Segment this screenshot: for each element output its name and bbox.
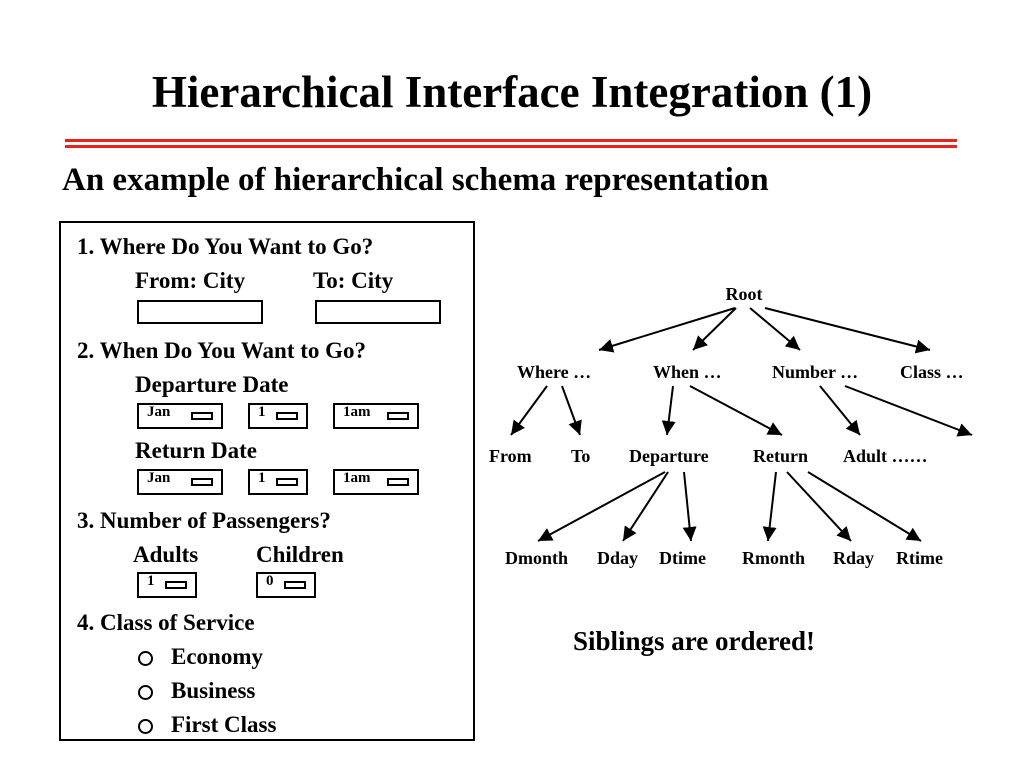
departure-month-value: Jan [147, 404, 171, 420]
first-class-label: First Class [171, 712, 277, 737]
departure-date-label: Departure Date [135, 372, 289, 397]
tree-edges [510, 307, 973, 542]
edge-where-from [510, 385, 548, 436]
return-time-select[interactable]: 1am [333, 469, 419, 495]
edge-departure-dmonth [537, 471, 666, 542]
slide-subtitle: An example of hierarchical schema repres… [62, 162, 769, 198]
edge-return-rtime [807, 471, 922, 542]
edge-root-class [764, 307, 931, 354]
dropdown-arrow-icon [276, 478, 298, 486]
edge-root-where [598, 307, 736, 353]
edge-departure-dtime [682, 471, 697, 542]
return-month-value: Jan [147, 470, 171, 486]
node-departure: Departure [629, 446, 709, 466]
adults-value: 1 [147, 573, 155, 589]
question-when: 2. When Do You Want to Go? [77, 338, 367, 363]
departure-time-select[interactable]: 1am [333, 403, 419, 429]
node-rday: Rday [833, 548, 874, 568]
to-city-label: To: City [313, 268, 394, 293]
siblings-note: Siblings are ordered! [573, 626, 816, 656]
adults-label: Adults [133, 542, 199, 567]
from-city-input[interactable] [137, 300, 263, 324]
children-label: Children [256, 542, 344, 567]
departure-month-select[interactable]: Jan [137, 403, 223, 429]
economy-label: Economy [171, 644, 263, 669]
node-dtime: Dtime [659, 548, 706, 568]
node-return: Return [753, 446, 808, 466]
return-time-value: 1am [343, 470, 371, 486]
slide-title: Hierarchical Interface Integration (1) [151, 67, 873, 117]
from-city-label: From: City [135, 268, 246, 293]
edge-departure-dday [622, 471, 669, 542]
title-rule-top [65, 139, 957, 142]
business-label: Business [171, 678, 256, 703]
dropdown-arrow-icon [284, 581, 306, 589]
flight-search-form: 1. Where Do You Want to Go? From: City T… [59, 221, 475, 741]
children-select[interactable]: 0 [256, 572, 316, 598]
question-where: 1. Where Do You Want to Go? [77, 234, 374, 259]
edge-root-when [692, 307, 737, 351]
node-number: Number … [772, 362, 858, 382]
edge-when-return [689, 385, 783, 436]
edge-return-rday [786, 471, 852, 542]
dropdown-arrow-icon [165, 581, 187, 589]
node-dday: Dday [597, 548, 638, 568]
business-radio[interactable] [138, 685, 153, 700]
node-root: Root [726, 284, 763, 304]
dropdown-arrow-icon [387, 412, 409, 420]
edge-return-rmonth [762, 471, 777, 542]
departure-time-value: 1am [343, 404, 371, 420]
return-day-value: 1 [258, 470, 266, 486]
return-day-select[interactable]: 1 [248, 469, 308, 495]
to-city-input[interactable] [315, 300, 441, 324]
node-from: From [489, 446, 532, 466]
children-value: 0 [266, 573, 274, 589]
node-rmonth: Rmonth [742, 548, 805, 568]
dropdown-arrow-icon [191, 478, 213, 486]
edge-root-number [749, 307, 801, 351]
dropdown-arrow-icon [387, 478, 409, 486]
node-class: Class … [900, 362, 964, 382]
return-date-label: Return Date [135, 438, 257, 463]
node-where: Where … [517, 362, 591, 382]
node-when: When … [653, 362, 722, 382]
node-adult: Adult …… [843, 446, 928, 466]
edge-when-departure [661, 385, 676, 436]
title-rule-bottom [65, 145, 957, 148]
adults-select[interactable]: 1 [137, 572, 197, 598]
departure-day-value: 1 [258, 404, 266, 420]
economy-radio[interactable] [138, 651, 153, 666]
dropdown-arrow-icon [191, 412, 213, 420]
node-rtime: Rtime [896, 548, 943, 568]
departure-day-select[interactable]: 1 [248, 403, 308, 429]
edge-where-to [561, 385, 582, 436]
first-class-radio[interactable] [138, 719, 153, 734]
edge-number-child [844, 385, 973, 437]
node-to: To [571, 446, 590, 466]
question-class: 4. Class of Service [77, 610, 255, 635]
edge-number-adult [819, 385, 861, 436]
dropdown-arrow-icon [276, 412, 298, 420]
question-passengers: 3. Number of Passengers? [77, 508, 331, 533]
node-dmonth: Dmonth [505, 548, 568, 568]
return-month-select[interactable]: Jan [137, 469, 223, 495]
